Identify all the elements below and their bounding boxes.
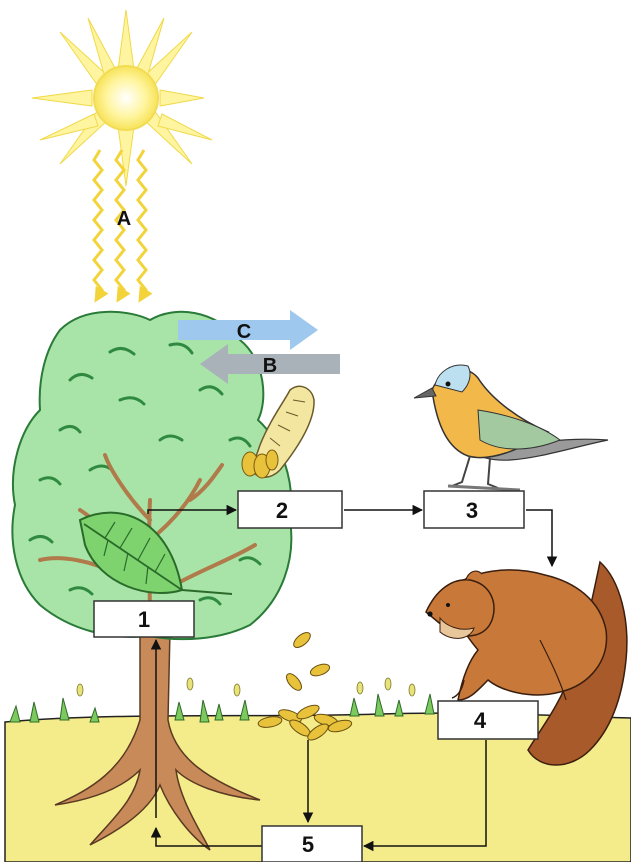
box-1-label: 1 (138, 607, 150, 632)
box-2[interactable]: 2 (237, 490, 343, 529)
tree-icon (11, 310, 293, 851)
tree-trunk (54, 629, 261, 851)
arrow-b (200, 344, 340, 384)
sun-icon (31, 9, 213, 187)
arrow-5-to-roots (150, 826, 262, 847)
arrow-c (178, 310, 318, 350)
box-5[interactable]: 5 (261, 825, 363, 862)
box-4[interactable]: 4 (437, 700, 539, 740)
box-5-label: 5 (302, 832, 314, 857)
arrow-4-to-5 (362, 740, 487, 852)
box-3[interactable]: 3 (423, 490, 525, 529)
flow-arrows (147, 504, 558, 852)
caterpillar-icon (241, 385, 315, 479)
marten-icon (425, 560, 628, 766)
box-1[interactable]: 1 (93, 600, 195, 638)
box-4-label: 4 (474, 708, 487, 733)
bird-icon (413, 364, 609, 492)
box-3-label: 3 (466, 498, 478, 523)
label-c: C (237, 321, 251, 343)
arrow-3-to-marten (526, 509, 558, 568)
label-a: A (117, 208, 131, 230)
box-2-label: 2 (276, 498, 288, 523)
sunlight-rays (92, 149, 153, 303)
label-b: B (263, 355, 277, 377)
leaf-icon (78, 511, 233, 595)
fallen-leaves-icon (257, 632, 353, 741)
arrow-leaf-to-2 (147, 504, 238, 516)
